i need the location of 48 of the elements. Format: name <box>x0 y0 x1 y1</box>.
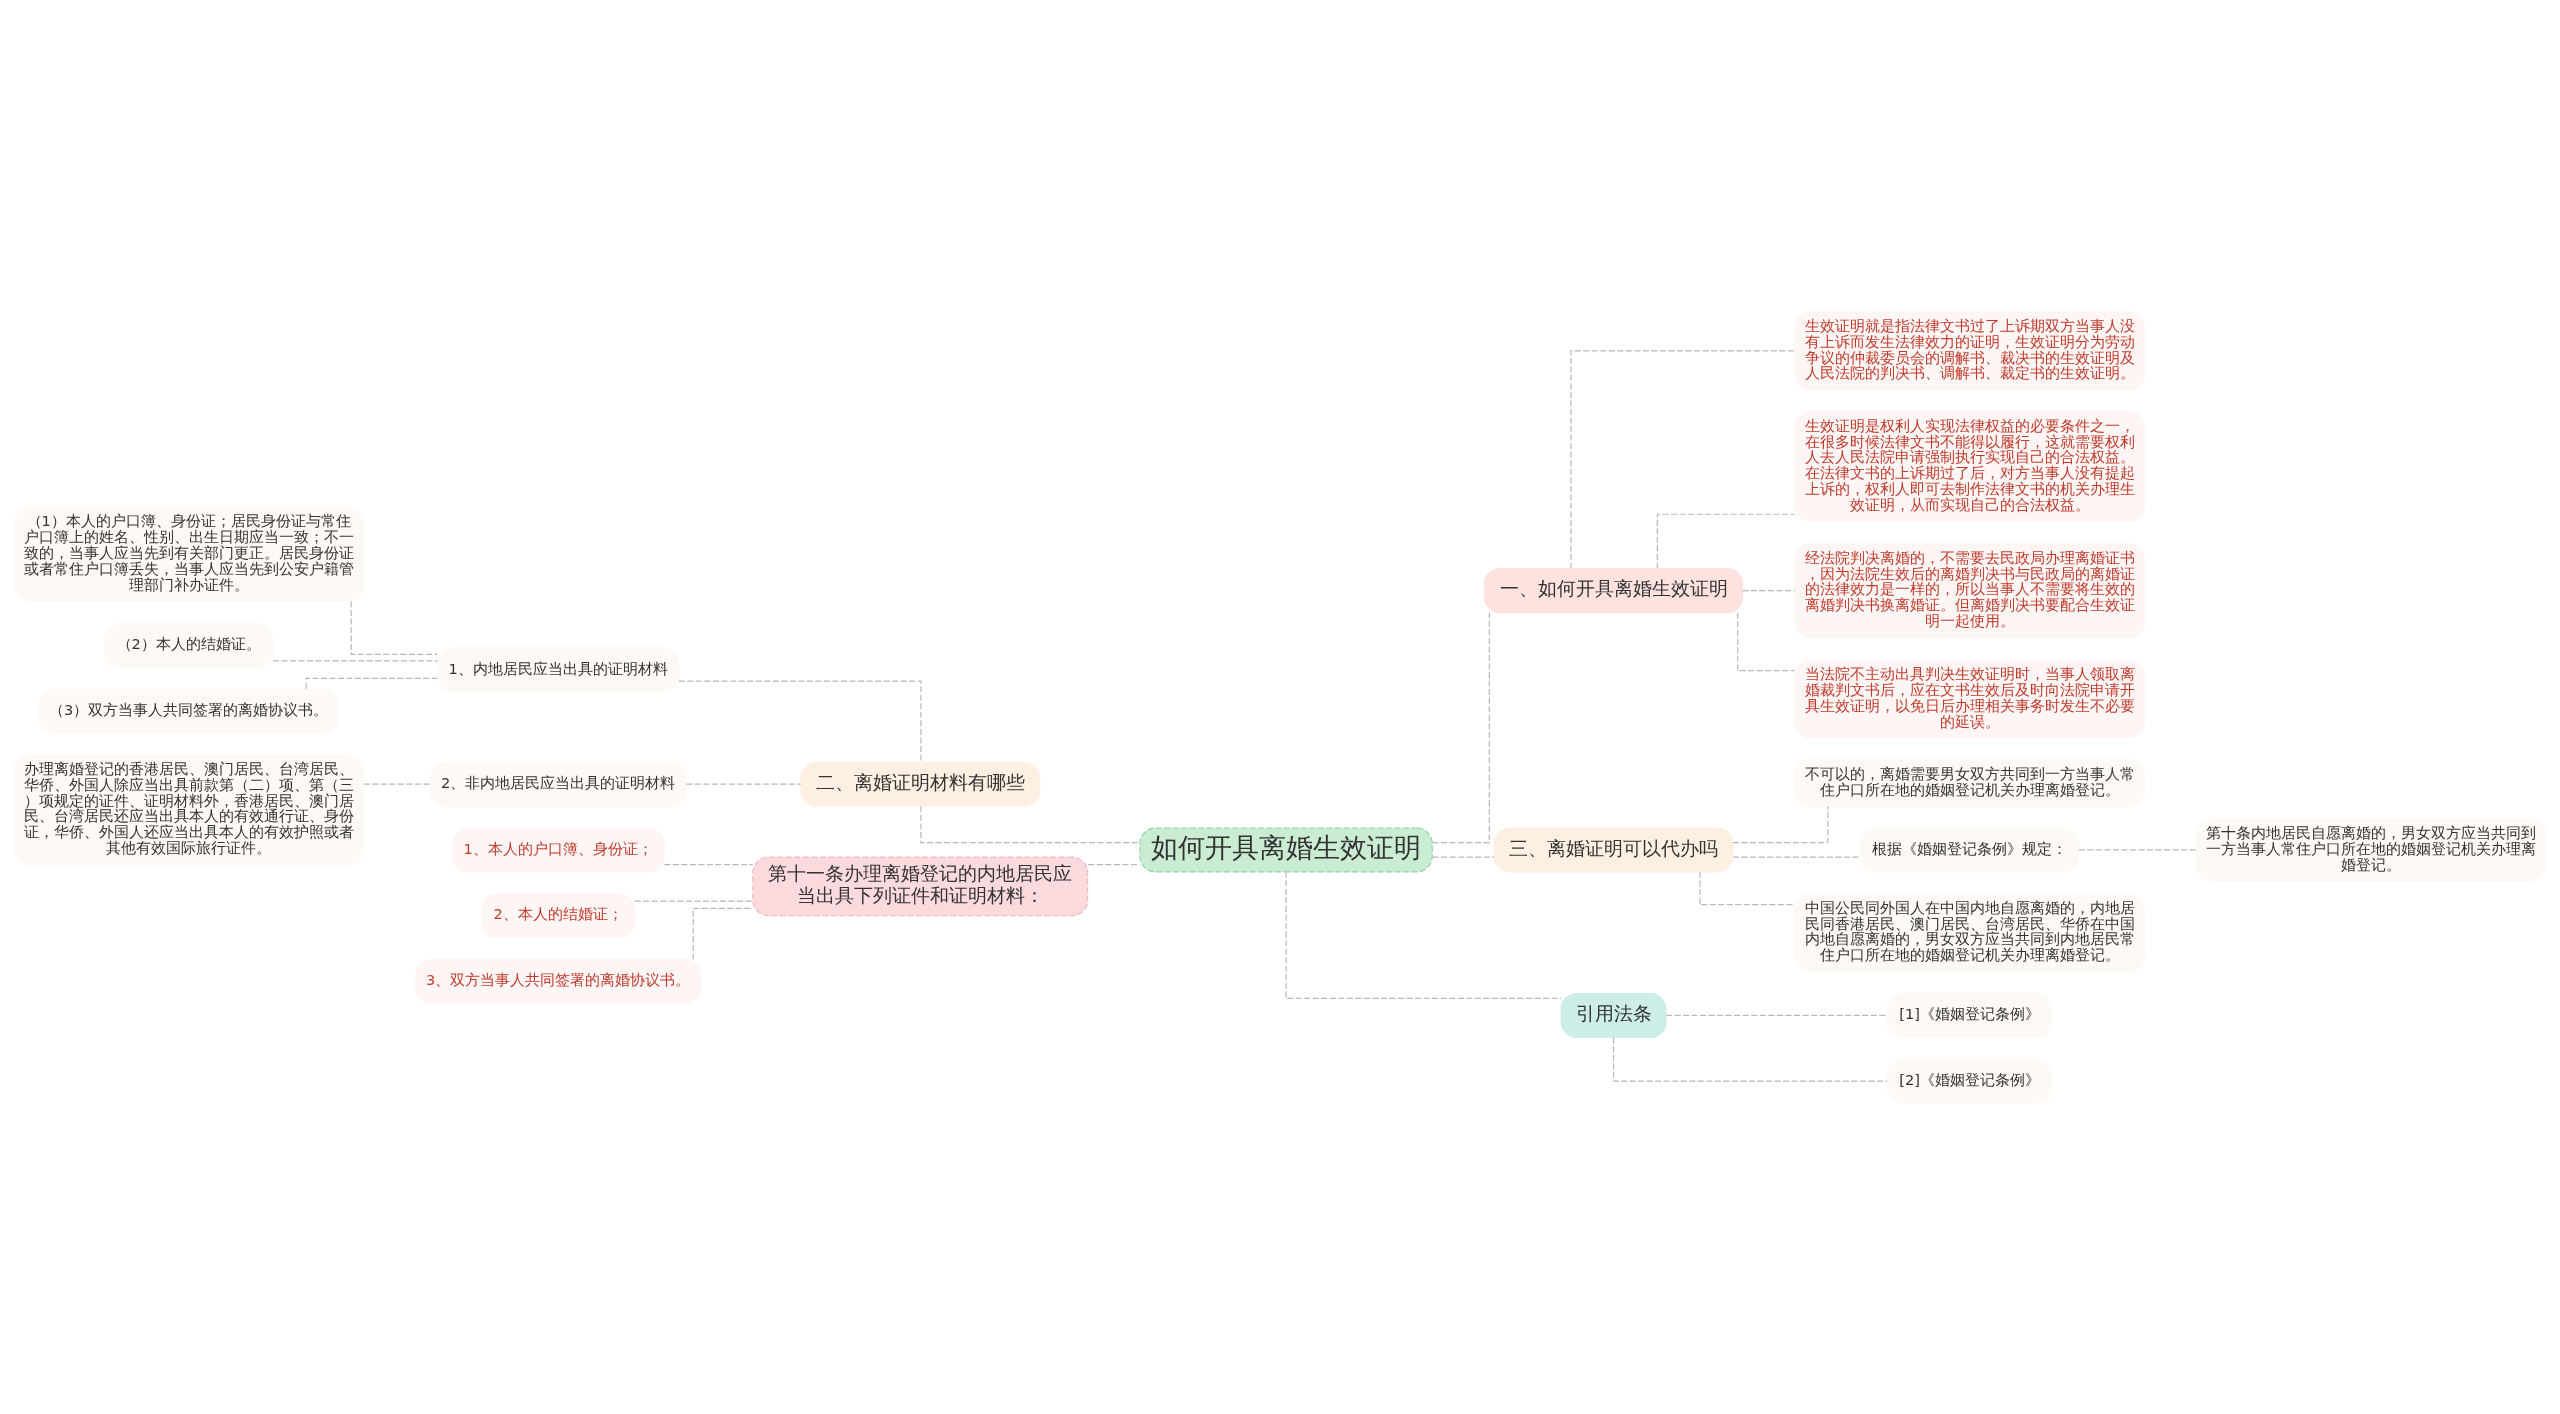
node-box: 1、内地居民应当出具的证明材料 <box>437 646 680 692</box>
node-box: 引用法条 <box>1560 992 1667 1038</box>
node-box: [1]《婚姻登记条例》 <box>1886 992 2053 1038</box>
node-box: 不可以的，离婚需要男女双方共同到一方当事人常住户口所在地的婚姻登记机关办理离婚登记。 <box>1794 758 2145 807</box>
connector <box>305 677 438 690</box>
node-box: 根据《婚姻登记条例》规定： <box>1860 826 2080 872</box>
node-box: 3、双方当事人共同签署的离婚协议书。 <box>415 958 702 1004</box>
connector <box>1732 805 1829 843</box>
connector <box>272 659 439 661</box>
node-box: 一、如何开具离婚生效证明 <box>1483 567 1744 613</box>
node-box: 如何开具离婚生效证明 <box>1139 826 1433 872</box>
node-box: [2]《婚姻登记条例》 <box>1886 1058 2053 1104</box>
node-box: 第十一条办理离婚登记的内地居民应当出具下列证件和证明材料： <box>752 856 1089 916</box>
connector <box>1612 1036 1888 1082</box>
connector <box>663 863 754 865</box>
node-box: （1）本人的户口簿、身份证；居民身份证与常住户口簿上的姓名、性别、出生日期应当一致；不一致的，当事人应当先到有关部门更正。居民身份证或者常住户口簿丢失，当事人应当先到公安户籍管理部门补办证件。 <box>13 506 364 602</box>
node-box: 2、非内地居民应当出具的证明材料 <box>429 761 687 807</box>
node-box: 中国公民同外国人在中国内地自愿离婚的，内地居民同香港居民、澳门居民、台湾居民、华侨在中国内地自愿离婚的，男女双方应当共同到内地居民常住户口所在地的婚姻登记机关办理离婚登记。 <box>1794 892 2145 972</box>
connector <box>678 680 922 762</box>
connector <box>1087 863 1141 865</box>
connector <box>1285 870 1562 999</box>
node-box: 生效证明是权利人实现法律权益的必要条件之一，在很多时候法律文书不能得以履行，这就需要权利人去人民法院申请强制执行实现自己的合法权益。在法律文书的上诉期过了后，对方当事人没有提起上诉的，权利人即可去制作法律文书的机关办理生效证明，从而实现自己的合法权益。 <box>1794 410 2145 522</box>
node-box: 1、本人的户口簿、身份证； <box>451 826 665 872</box>
connector <box>1732 856 1862 858</box>
connector <box>920 805 1141 843</box>
connector <box>2078 848 2197 851</box>
node-box: 三、离婚证明可以代办吗 <box>1493 826 1734 872</box>
connector <box>1665 1014 1888 1016</box>
connector <box>634 899 754 902</box>
node-box: 生效证明就是指法律文书过了上诉期双方当事人没有上诉而发生法律效力的证明，生效证明分为劳动争议的仲裁委员会的调解书、裁决书的生效证明及人民法院的判决书、调解书、裁定书的生效证明。 <box>1794 310 2145 390</box>
connector <box>1699 870 1796 905</box>
connector <box>1737 611 1796 671</box>
connector <box>1656 513 1796 569</box>
connector <box>1431 856 1495 858</box>
node-box: 第十条内地居民自愿离婚的，男女双方应当共同到一方当事人常住户口所在地的婚姻登记机关办理离婚登记。 <box>2196 817 2547 882</box>
node-box: 办理离婚登记的香港居民、澳门居民、台湾居民、华侨、外国人除应当出具前款第（二）项、第（三）项规定的证件、证明材料外，香港居民、澳门居民、台湾居民还应当出具本人的有效通行证、身份证，华侨、外国人还应当出具本人的有效护照或者其他有效国际旅行证件。 <box>13 753 364 865</box>
node-box: （2）本人的结婚证。 <box>104 622 274 668</box>
node-box: 当法院不主动出具判决生效证明时，当事人领取离婚裁判文书后，应在文书生效后及时向法院申请开具生效证明，以免日后办理相关事务时发生不必要的延误。 <box>1794 658 2145 739</box>
node-box: 经法院判决离婚的，不需要去民政局办理离婚证书，因为法院生效后的离婚判决书与民政局的离婚证的法律效力是一样的，所以当事人不需要将生效的离婚判决书换离婚证。但离婚判决书要配合生效证明一起使用。 <box>1794 542 2145 638</box>
connector <box>350 600 438 655</box>
connector <box>685 783 802 785</box>
connector <box>1742 589 1796 591</box>
node-box: 2、本人的结婚证； <box>480 892 636 938</box>
node-box: （3）双方当事人共同签署的离婚协议书。 <box>38 688 339 734</box>
connector <box>1570 349 1796 569</box>
connector <box>692 907 753 960</box>
node-box: 二、离婚证明材料有哪些 <box>800 761 1041 807</box>
connector <box>363 783 431 785</box>
